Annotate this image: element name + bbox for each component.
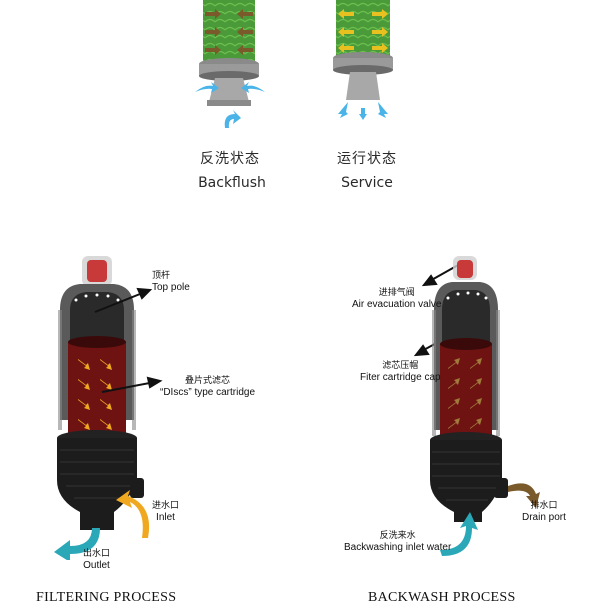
backflush-cartridge-icon (195, 0, 265, 128)
outlet-label-cn: 出水口 (83, 549, 111, 559)
cartridge-cap-label-en: Fiter cartridge cap (360, 372, 441, 383)
backwash-inlet-label-en: Backwashing inlet water (344, 542, 452, 553)
service-label-en: Service (341, 175, 393, 191)
top-pole-label: 顶杆 Top pole (152, 270, 190, 294)
cartridge-cap-label-cn: 滤芯压帽 (382, 361, 419, 371)
filtering-filter-illustration (30, 250, 170, 562)
air-valve-label-cn: 进排气阀 (378, 288, 415, 298)
top-pole-label-en: Top pole (152, 282, 190, 293)
backwash-process-title: BACKWASH PROCESS (368, 590, 516, 605)
inlet-label-en: Inlet (156, 512, 175, 523)
cartridge-label: 叠片式滤芯 “DIscs” type cartridge (160, 375, 255, 399)
filtering-process-title: FILTERING PROCESS (36, 590, 177, 605)
drain-port-label: 排水口 Drain port (522, 500, 566, 524)
service-cartridge-icon (333, 0, 393, 120)
inlet-label: 进水口 Inlet (152, 500, 179, 524)
backflush-illustration (195, 0, 265, 135)
disc-filter-filtering-icon (54, 256, 150, 562)
cartridge-label-en: “DIscs” type cartridge (160, 387, 256, 398)
outlet-label-en: Outlet (83, 560, 110, 571)
backwash-inlet-label-cn: 反洗来水 (379, 531, 416, 541)
service-illustration (328, 0, 398, 125)
backwash-inlet-label: 反洗来水 Backwashing inlet water (344, 530, 451, 554)
outlet-label: 出水口 Outlet (83, 548, 110, 572)
drain-port-label-en: Drain port (522, 512, 566, 523)
backflush-label-en: Backflush (198, 175, 266, 191)
backflush-label-cn: 反洗状态 (200, 151, 260, 167)
disc-filter-backwash-icon (430, 256, 540, 556)
air-valve-label: 进排气阀 Air evacuation valve (352, 287, 442, 311)
drain-port-label-cn: 排水口 (530, 501, 558, 511)
inlet-label-cn: 进水口 (152, 501, 180, 511)
air-valve-label-en: Air evacuation valve (352, 299, 442, 310)
cartridge-label-cn: 叠片式滤芯 (185, 376, 231, 386)
cartridge-cap-label: 滤芯压帽 Fiter cartridge cap (360, 360, 441, 384)
backwash-filter-illustration (420, 250, 560, 560)
service-label-cn: 运行状态 (337, 151, 397, 167)
top-pole-label-cn: 顶杆 (152, 271, 171, 281)
